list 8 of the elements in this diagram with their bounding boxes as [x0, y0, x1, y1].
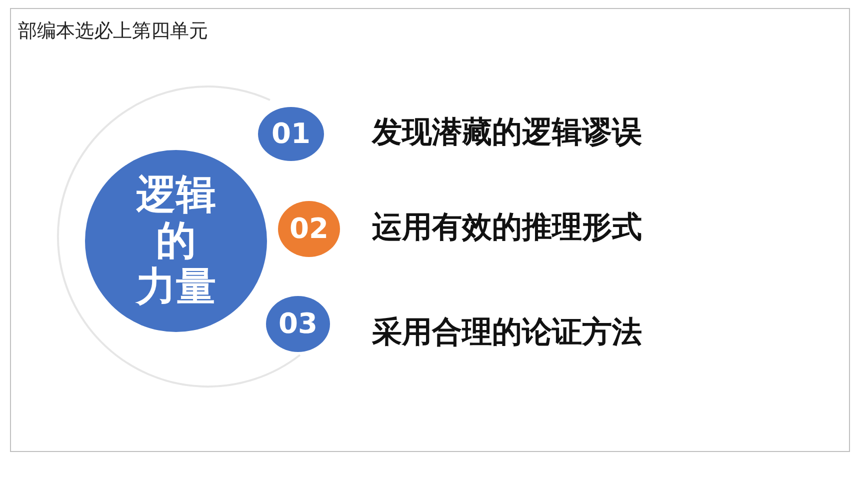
header-text: 部编本选必上第四单元: [18, 19, 208, 44]
item-number: 02: [290, 212, 328, 246]
topic-title: 逻辑的力量: [136, 172, 216, 310]
item-number: 03: [278, 308, 318, 340]
item-heading: 运用有效的推理形式: [372, 213, 642, 243]
item-number: 01: [272, 118, 310, 150]
item-heading: 发现潜藏的逻辑谬误: [372, 118, 642, 148]
item-heading: 采用合理的论证方法: [372, 318, 642, 348]
